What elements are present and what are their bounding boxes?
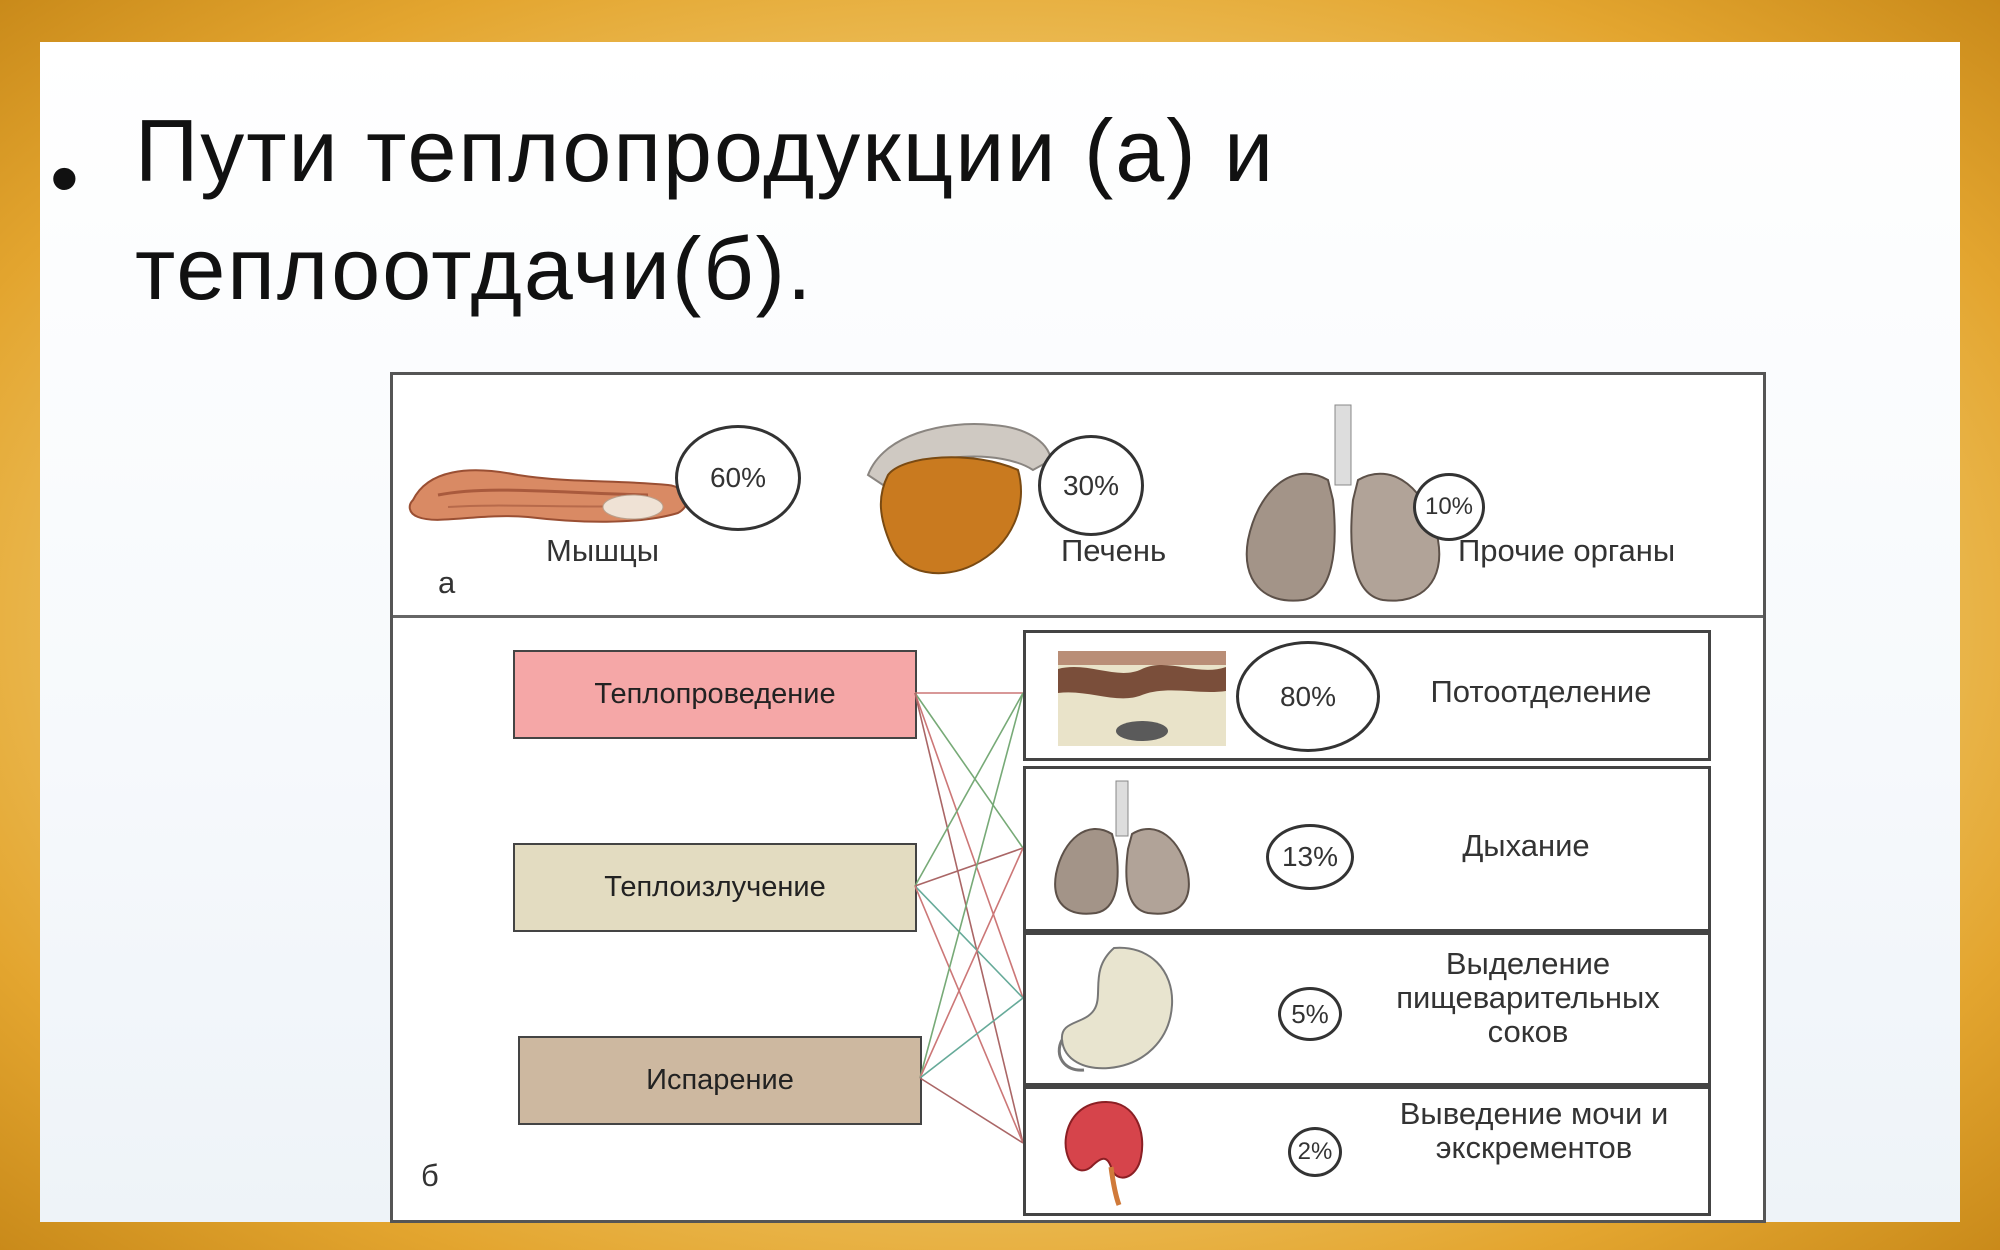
evaporation-box: Испарение bbox=[518, 1036, 922, 1125]
section-b-letter: б bbox=[421, 1158, 439, 1193]
excretion-row: 2% Выведение мочи и экскрементов bbox=[1023, 1086, 1711, 1216]
lungs-icon bbox=[1054, 780, 1190, 915]
other-organs-percent: 10% bbox=[1413, 473, 1485, 541]
title-line-1: Пути теплопродукции (а) и bbox=[135, 101, 1276, 200]
other-organs-label: Прочие органы bbox=[1458, 533, 1676, 568]
heat-diagram: 60% Мышцы 30% Печень 10% Прочие органы а… bbox=[390, 372, 1766, 1223]
section-heat-loss: Теплопроведение Теплоизлучение Испарение bbox=[393, 618, 1763, 1220]
liver-percent: 30% bbox=[1038, 435, 1144, 536]
section-a-letter: а bbox=[438, 565, 456, 600]
muscle-label: Мышцы bbox=[546, 533, 660, 568]
bullet-mark: • bbox=[50, 133, 79, 224]
slide: • Пути теплопродукции (а) и теплоотдачи(… bbox=[40, 42, 1960, 1223]
sweating-percent: 80% bbox=[1236, 641, 1380, 752]
breathing-percent: 13% bbox=[1266, 824, 1354, 890]
title-line-2: теплоотдачи(б). bbox=[135, 219, 814, 318]
digestive-row: 5% Выделение пищеварительных соков bbox=[1023, 932, 1711, 1086]
radiation-box: Теплоизлучение bbox=[513, 843, 917, 932]
breathing-row: 13% Дыхание bbox=[1023, 766, 1711, 932]
excretion-label: Выведение мочи и экскрементов bbox=[1399, 1096, 1669, 1165]
section-heat-production: 60% Мышцы 30% Печень 10% Прочие органы а bbox=[393, 375, 1763, 618]
muscle-percent: 60% bbox=[675, 425, 801, 531]
liver-label: Печень bbox=[1061, 533, 1167, 568]
sweating-label: Потоотделение bbox=[1430, 674, 1652, 709]
stomach-icon bbox=[1057, 946, 1174, 1072]
digestive-percent: 5% bbox=[1278, 987, 1342, 1041]
kidney-icon bbox=[1064, 1100, 1144, 1206]
conduction-box: Теплопроведение bbox=[513, 650, 917, 739]
liver-icon bbox=[866, 423, 1053, 575]
connector-lines bbox=[914, 692, 1024, 1144]
muscle-icon bbox=[408, 469, 688, 523]
digestive-label: Выделение пищеварительных соков bbox=[1396, 946, 1660, 1049]
slide-title: Пути теплопродукции (а) и теплоотдачи(б)… bbox=[135, 92, 1735, 328]
excretion-percent: 2% bbox=[1288, 1127, 1342, 1177]
breathing-label: Дыхание bbox=[1462, 828, 1590, 863]
skin-icon bbox=[1058, 651, 1226, 746]
sweating-row: 80% Потоотделение bbox=[1023, 630, 1711, 761]
